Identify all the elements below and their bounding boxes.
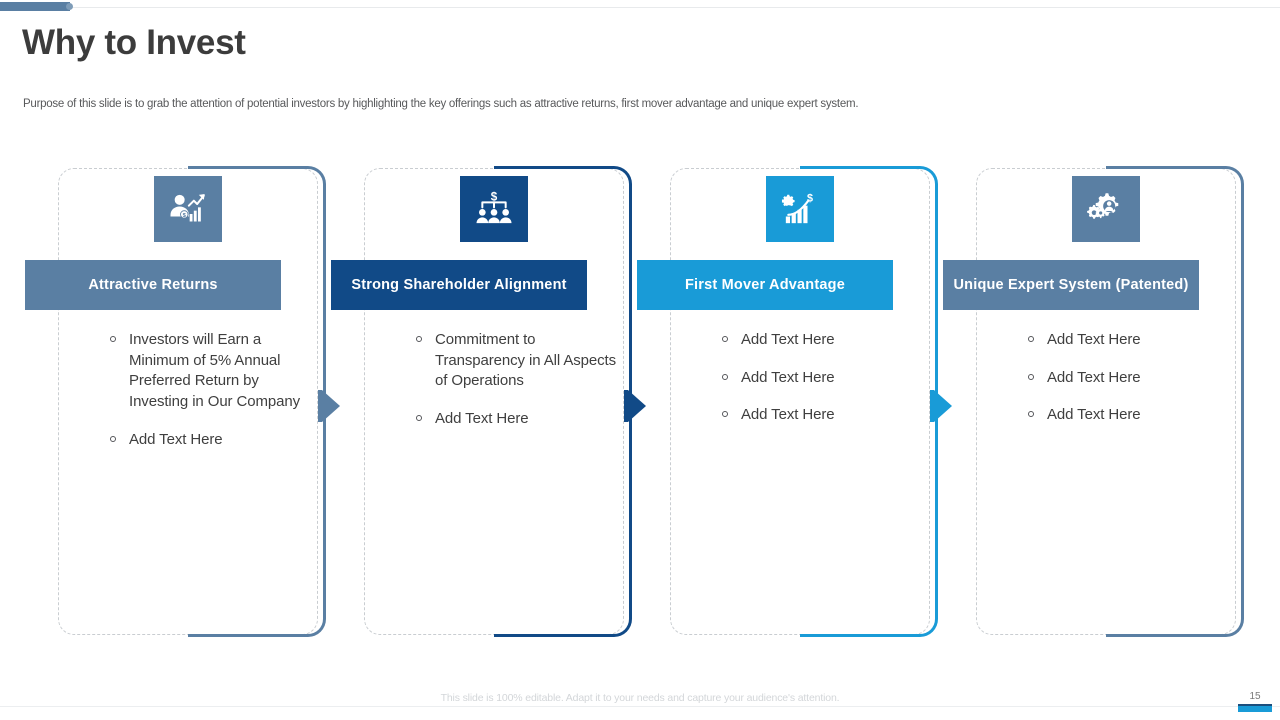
- svg-text:$: $: [183, 213, 187, 219]
- card-title-band[interactable]: First Mover Advantage: [637, 260, 893, 310]
- card-bullet-item: Add Text Here: [1028, 368, 1228, 389]
- connector-bar: [624, 390, 628, 422]
- card-title-text: First Mover Advantage: [685, 276, 845, 293]
- top-divider-rule: [0, 7, 1280, 8]
- top-accent-dot-icon: [66, 3, 73, 10]
- card-bullet-item: Add Text Here: [1028, 330, 1228, 351]
- top-accent-tab: [0, 2, 70, 11]
- svg-text:$: $: [491, 191, 498, 204]
- card-title-text: Unique Expert System (Patented): [953, 276, 1189, 293]
- card-bullet-item: Add Text Here: [722, 405, 922, 426]
- card-bullet-item: Add Text Here: [1028, 405, 1228, 426]
- page-number-bar: [1238, 706, 1272, 712]
- connector-bar: [318, 390, 322, 422]
- card-bullet-item: Commitment to Transparency in All Aspect…: [416, 330, 616, 392]
- card-bullet-item: Add Text Here: [722, 368, 922, 389]
- card-bullet-item: Add Text Here: [722, 330, 922, 351]
- footer-note: This slide is 100% editable. Adapt it to…: [440, 692, 840, 704]
- card-outline: [670, 168, 930, 635]
- card-title-text: Attractive Returns: [88, 276, 218, 293]
- connector-triangle-icon: [322, 390, 340, 422]
- connector-arrow-2: [624, 390, 646, 422]
- connector-triangle-icon: [628, 390, 646, 422]
- connector-arrow-1: [318, 390, 340, 422]
- card-title-band[interactable]: Attractive Returns: [25, 260, 281, 310]
- expert-gears-icon: [1072, 176, 1140, 242]
- page-number-bar-dark: [1238, 704, 1272, 706]
- footer-divider-rule: [0, 706, 1280, 707]
- card-outline: [58, 168, 318, 635]
- card-bullet-list: Investors will Earn a Minimum of 5% Annu…: [110, 330, 310, 467]
- card-title-band[interactable]: Unique Expert System (Patented): [943, 260, 1199, 310]
- page-subtitle: Purpose of this slide is to grab the att…: [23, 98, 859, 110]
- connector-bar: [930, 390, 934, 422]
- card-bullet-item: Add Text Here: [416, 409, 616, 430]
- card-title-text: Strong Shareholder Alignment: [351, 276, 567, 293]
- connector-arrow-3: [930, 390, 952, 422]
- card-outline: [364, 168, 624, 635]
- page-number: 15: [1249, 691, 1261, 702]
- page-title: Why to Invest: [22, 23, 246, 62]
- card-4[interactable]: Unique Expert System (Patented) Add Text …: [943, 166, 1244, 637]
- connector-triangle-icon: [934, 390, 952, 422]
- card-bullet-list: Commitment to Transparency in All Aspect…: [416, 330, 616, 447]
- card-bullet-item: Add Text Here: [110, 430, 310, 451]
- investor-growth-chart-icon: $: [154, 176, 222, 242]
- card-title-band[interactable]: Strong Shareholder Alignment: [331, 260, 587, 310]
- svg-text:$: $: [807, 193, 813, 205]
- gear-growth-chart-icon: $: [766, 176, 834, 242]
- shareholder-hierarchy-icon: $: [460, 176, 528, 242]
- card-bullet-item: Investors will Earn a Minimum of 5% Annu…: [110, 330, 310, 413]
